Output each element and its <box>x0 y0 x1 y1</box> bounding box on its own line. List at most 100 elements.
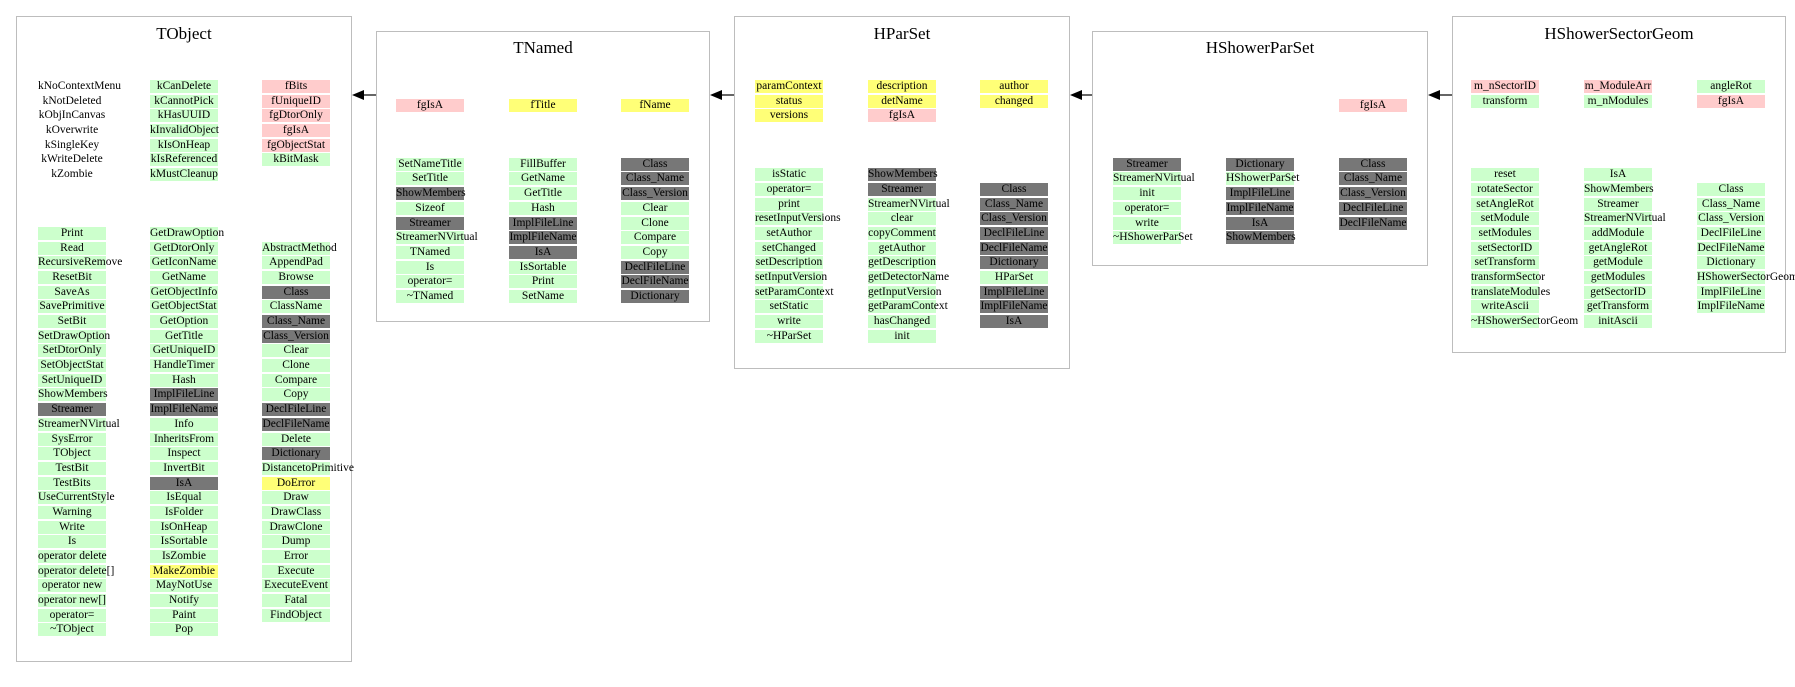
member-item: kSingleKey <box>44 138 100 151</box>
member-item: copyComment <box>868 226 936 240</box>
member-item: Class <box>621 157 689 171</box>
member-item: setAuthor <box>755 226 823 240</box>
member-item: Streamer <box>1113 157 1181 171</box>
member-item: Streamer <box>1584 197 1652 211</box>
member-item: SavePrimitive <box>38 300 106 314</box>
member-item: setDescription <box>755 256 823 270</box>
member-item: GetTitle <box>509 187 577 201</box>
member-item: Class_Name <box>1697 197 1765 211</box>
member-item: detName <box>868 94 936 108</box>
member-item: DeclFileName <box>980 241 1048 255</box>
member-spacer <box>262 227 330 240</box>
member-item: IsEqual <box>150 491 218 505</box>
member-item: InvertBit <box>150 461 218 475</box>
member-item: StreamerNVirtual <box>868 197 950 211</box>
member-item: GetName <box>150 270 218 284</box>
member-item: Dictionary <box>621 289 689 303</box>
member-spacer <box>38 212 106 225</box>
member-item: operator= <box>396 275 464 289</box>
member-spacer <box>509 114 577 127</box>
member-item: Class <box>980 182 1048 196</box>
member-spacer <box>1471 124 1539 137</box>
member-item: Error <box>262 550 330 563</box>
member-item: getTransform <box>1584 300 1652 314</box>
member-item: ~HShowerParSet <box>1113 231 1193 245</box>
member-spacer <box>1471 153 1539 166</box>
member-item: getAngleRot <box>1584 241 1652 255</box>
member-item: Inspect <box>150 447 218 461</box>
member-spacer <box>1697 139 1765 152</box>
member-item: DeclFileLine <box>621 260 689 274</box>
member-item: Copy <box>621 245 689 259</box>
member-item: getParamContext <box>868 300 948 314</box>
member-item: TObject <box>38 447 106 461</box>
member-item: kCannotPick <box>150 94 218 108</box>
member-item: ImplFileName <box>980 300 1048 314</box>
member-spacer <box>1584 109 1652 122</box>
member-item: setAngleRot <box>1471 197 1539 211</box>
member-item: rotateSector <box>1471 182 1539 196</box>
member-item: ExecuteEvent <box>262 579 330 593</box>
inheritance-arrow <box>1428 90 1452 100</box>
member-spacer <box>38 183 106 196</box>
member-item: m_ModuleArr <box>1584 80 1652 93</box>
member-item: kBitMask <box>262 153 330 167</box>
member-item: GetObjectInfo <box>150 285 218 299</box>
member-spacer <box>262 183 330 196</box>
member-item: TestBits <box>38 476 106 490</box>
member-item: changed <box>980 94 1048 108</box>
member-item: AbstractMethod <box>262 241 337 255</box>
member-spacer <box>262 198 330 211</box>
member-item: HShowerParSet <box>1226 172 1300 186</box>
member-item: angleRot <box>1697 80 1765 93</box>
member-item: IsA <box>980 315 1048 328</box>
member-item: IsSortable <box>150 535 218 549</box>
member-spacer <box>980 168 1048 181</box>
member-item: Paint <box>150 608 218 622</box>
member-item: getDetectorName <box>868 270 950 284</box>
member-item: setTransform <box>1471 256 1539 270</box>
member-item: IsA <box>150 476 218 490</box>
member-spacer <box>1584 124 1652 137</box>
member-item: setModules <box>1471 226 1539 240</box>
member-item: Class_Name <box>621 172 689 186</box>
member-item: TestBit <box>38 461 106 475</box>
member-item: Delete <box>262 432 330 446</box>
member-item: getSectorID <box>1584 285 1652 299</box>
member-item: SetDrawOption <box>38 329 111 343</box>
member-item: DistancetoPrimitive <box>262 461 354 475</box>
member-spacer <box>38 198 106 211</box>
member-spacer <box>1339 128 1407 141</box>
member-item: Fatal <box>262 594 330 608</box>
member-item: fTitle <box>509 99 577 112</box>
member-item: Class_Version <box>1339 187 1407 201</box>
member-spacer <box>1697 153 1765 166</box>
member-item: Copy <box>262 388 330 402</box>
member-item: Clear <box>621 201 689 215</box>
member-item: Pop <box>150 623 218 637</box>
member-item: Streamer <box>38 403 106 417</box>
member-item: Class_Version <box>1697 212 1765 226</box>
member-item: ResetBit <box>38 270 106 284</box>
member-spacer <box>1584 139 1652 152</box>
member-spacer <box>621 143 689 156</box>
member-item: kIsOnHeap <box>150 138 218 152</box>
member-item: Hash <box>509 201 577 215</box>
member-spacer <box>755 124 823 137</box>
member-item: status <box>755 94 823 108</box>
member-item: GetIconName <box>150 256 218 270</box>
member-item: reset <box>1471 168 1539 182</box>
member-item: GetName <box>509 172 577 186</box>
member-item: SetBit <box>38 315 106 328</box>
member-item: author <box>980 80 1048 93</box>
member-item: Dictionary <box>1697 256 1765 270</box>
member-item: Dictionary <box>1226 157 1294 171</box>
member-item: kNotDeleted <box>42 94 102 107</box>
member-item: kMustCleanup <box>150 168 218 182</box>
member-item: kIsReferenced <box>150 153 218 167</box>
member-spacer <box>1226 143 1294 156</box>
member-item: getAuthor <box>868 241 936 255</box>
